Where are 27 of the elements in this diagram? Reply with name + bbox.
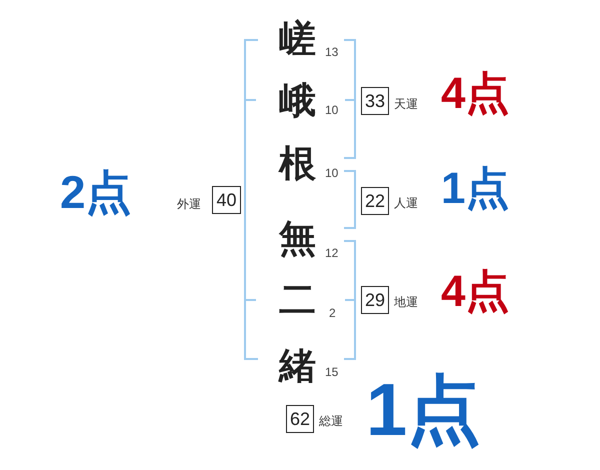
fortune-label: 天運 bbox=[394, 98, 418, 110]
stroke-count: 10 bbox=[325, 104, 338, 116]
name-character: 峨 bbox=[279, 82, 316, 119]
number-box: 62 bbox=[286, 405, 314, 433]
stroke-count: 13 bbox=[325, 46, 338, 58]
number-box: 29 bbox=[361, 286, 389, 314]
fortune-label: 外運 bbox=[177, 198, 201, 210]
fortune-label: 総運 bbox=[319, 415, 343, 427]
stroke-count: 2 bbox=[329, 307, 336, 319]
stroke-count: 10 bbox=[325, 167, 338, 179]
score-text: 2点 bbox=[60, 169, 132, 215]
stroke-count: 15 bbox=[325, 366, 338, 378]
fortune-label: 地運 bbox=[394, 296, 418, 308]
name-character: 無 bbox=[279, 220, 316, 257]
score-text: 4点 bbox=[441, 270, 510, 314]
name-character: 嵯 bbox=[279, 20, 316, 57]
number-box: 33 bbox=[361, 87, 389, 115]
number-box: 22 bbox=[361, 187, 389, 215]
score-text: 1点 bbox=[441, 167, 510, 211]
name-character: 根 bbox=[279, 145, 316, 182]
name-character: 緒 bbox=[279, 347, 316, 384]
name-character: 二 bbox=[279, 281, 316, 318]
fortune-label: 人運 bbox=[394, 197, 418, 209]
score-text: 1点 bbox=[366, 373, 482, 447]
stroke-count: 12 bbox=[325, 247, 338, 259]
number-box: 40 bbox=[212, 186, 241, 214]
score-text: 4点 bbox=[441, 72, 510, 116]
